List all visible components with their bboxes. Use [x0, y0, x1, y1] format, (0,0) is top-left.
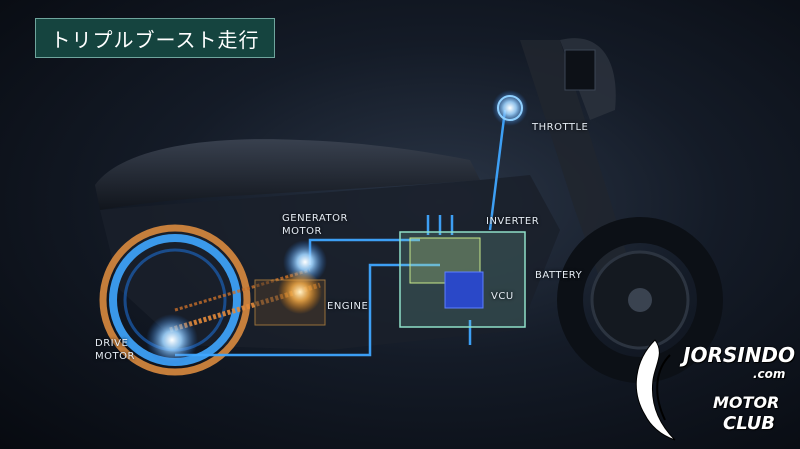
- label-generator-line1: GENERATOR: [282, 213, 348, 224]
- dashboard: [564, 49, 596, 91]
- label-drive-line1: DRIVE: [95, 338, 129, 349]
- label-inverter: INVERTER: [486, 216, 540, 227]
- engine-glow: [278, 270, 322, 314]
- watermark-line1: MOTOR: [713, 393, 780, 412]
- label-engine: ENGINE: [327, 301, 369, 312]
- watermark-line2: CLUB: [723, 413, 776, 434]
- label-drive-line2: MOTOR: [95, 351, 135, 362]
- title-banner: トリプルブースト走行: [35, 18, 275, 58]
- seat-shape: [95, 139, 480, 210]
- watermark-logo: JORSINDO .com MOTOR CLUB: [625, 335, 795, 445]
- label-vcu: VCU: [491, 291, 514, 302]
- label-throttle: THROTTLE: [532, 122, 589, 133]
- title-text: トリプルブースト走行: [50, 27, 260, 52]
- drive-motor-glow: [146, 314, 198, 366]
- wing-emblem-icon: [635, 339, 676, 441]
- vcu-box: [444, 271, 484, 309]
- label-generator-line2: MOTOR: [282, 226, 322, 237]
- watermark-brand: JORSINDO: [683, 343, 796, 367]
- watermark-domain: .com: [753, 367, 786, 381]
- rear-wheel-ring-orange: [99, 224, 251, 376]
- label-battery: BATTERY: [535, 270, 583, 281]
